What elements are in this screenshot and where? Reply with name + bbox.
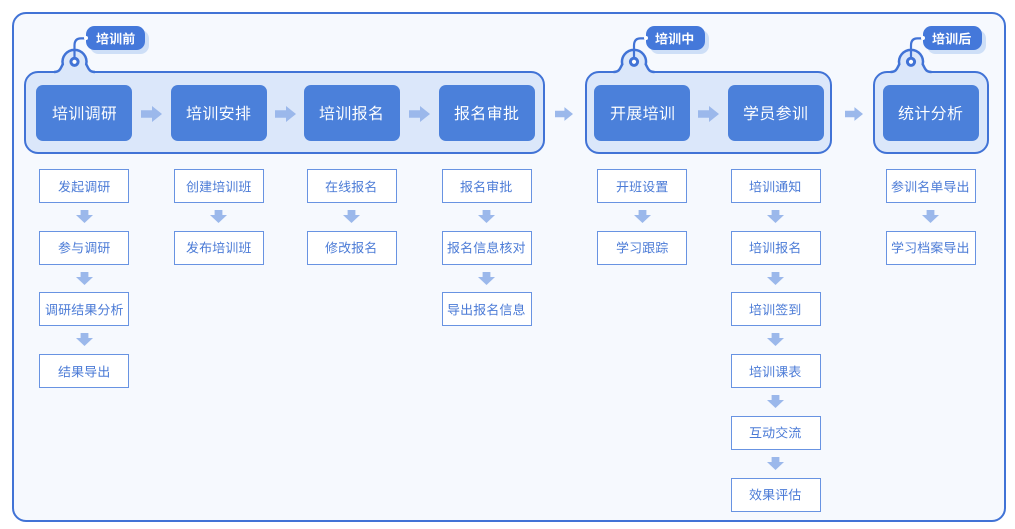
- step-arrow-down: [767, 395, 784, 409]
- step-arrow-down: [75, 210, 93, 223]
- step-arrow-down: [75, 271, 93, 285]
- step-box-1-2-2: 发布培训班: [173, 230, 264, 265]
- step-box-1-1-3: 调研结果分析: [39, 292, 129, 327]
- step-arrow-down: [210, 210, 227, 223]
- tag-knot: [84, 36, 88, 41]
- step-box-1-2-1: 创建培训班: [173, 169, 264, 203]
- main-block-1-4: 报名审批: [438, 85, 535, 141]
- step-box-2-1-2: 学习跟踪: [597, 230, 687, 265]
- step-arrow-down: [767, 210, 784, 223]
- step-arrow-down: [343, 210, 360, 223]
- flow-arrow-right: [274, 105, 296, 122]
- main-block-2-2: 学员参训: [727, 85, 824, 141]
- main-block-1-2: 培训安排: [170, 85, 267, 141]
- tag-knot: [920, 36, 925, 41]
- step-arrow-down: [767, 271, 784, 285]
- main-block-2-1: 开展培训: [594, 85, 690, 141]
- step-box-1-1-1: 发起调研: [39, 169, 129, 203]
- step-box-1-4-2: 报名信息核对: [441, 230, 532, 265]
- step-box-1-1-2: 参与调研: [39, 230, 129, 265]
- tag-knot: [643, 36, 648, 41]
- step-box-1-4-1: 报名审批: [441, 169, 532, 203]
- step-arrow-down: [767, 333, 784, 347]
- step-box-3-1-1: 参训名单导出: [885, 169, 976, 203]
- step-arrow-down: [922, 210, 939, 223]
- step-box-1-4-3: 导出报名信息: [441, 292, 532, 327]
- step-arrow-down: [478, 210, 495, 223]
- phase-arrow-right: [555, 106, 573, 121]
- main-block-3-1: 统计分析: [882, 85, 979, 141]
- step-box-2-1-1: 开班设置: [597, 169, 687, 203]
- step-arrow-down: [767, 456, 784, 470]
- flow-arrow-right: [698, 105, 720, 122]
- main-block-1-1: 培训调研: [36, 85, 132, 141]
- step-box-2-2-5: 互动交流: [730, 415, 821, 450]
- step-box-1-3-1: 在线报名: [306, 169, 397, 203]
- step-box-2-2-2: 培训报名: [730, 230, 821, 265]
- step-box-1-3-2: 修改报名: [306, 230, 397, 265]
- step-arrow-down: [75, 333, 93, 347]
- step-arrow-down: [633, 210, 651, 223]
- phase-tag-3: 培训后: [920, 26, 982, 51]
- step-box-3-1-2: 学习档案导出: [885, 230, 976, 265]
- step-arrow-down: [478, 271, 495, 285]
- flow-arrow-right: [408, 105, 430, 122]
- phase-tag-1: 培训前: [84, 26, 145, 51]
- step-box-2-2-3: 培训签到: [730, 292, 821, 327]
- phase-arrow-right: [844, 106, 863, 121]
- phase-tag-2: 培训中: [643, 26, 705, 51]
- main-block-1-3: 培训报名: [303, 85, 400, 141]
- step-box-2-2-6: 效果评估: [730, 477, 821, 512]
- step-box-1-1-4: 结果导出: [39, 354, 129, 389]
- flow-arrow-right: [140, 105, 162, 122]
- step-box-2-2-4: 培训课表: [730, 354, 821, 389]
- step-box-2-2-1: 培训通知: [730, 169, 821, 203]
